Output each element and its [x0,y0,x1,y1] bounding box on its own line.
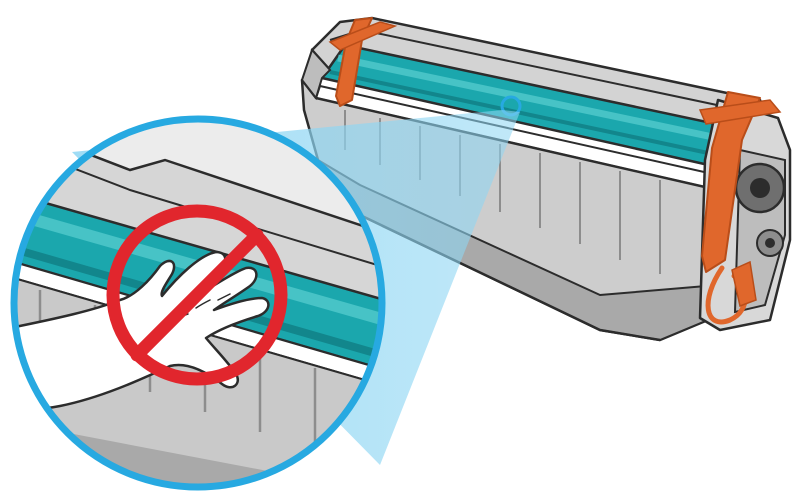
gear-large-hub [750,178,770,198]
gear-small-hub [765,238,775,248]
